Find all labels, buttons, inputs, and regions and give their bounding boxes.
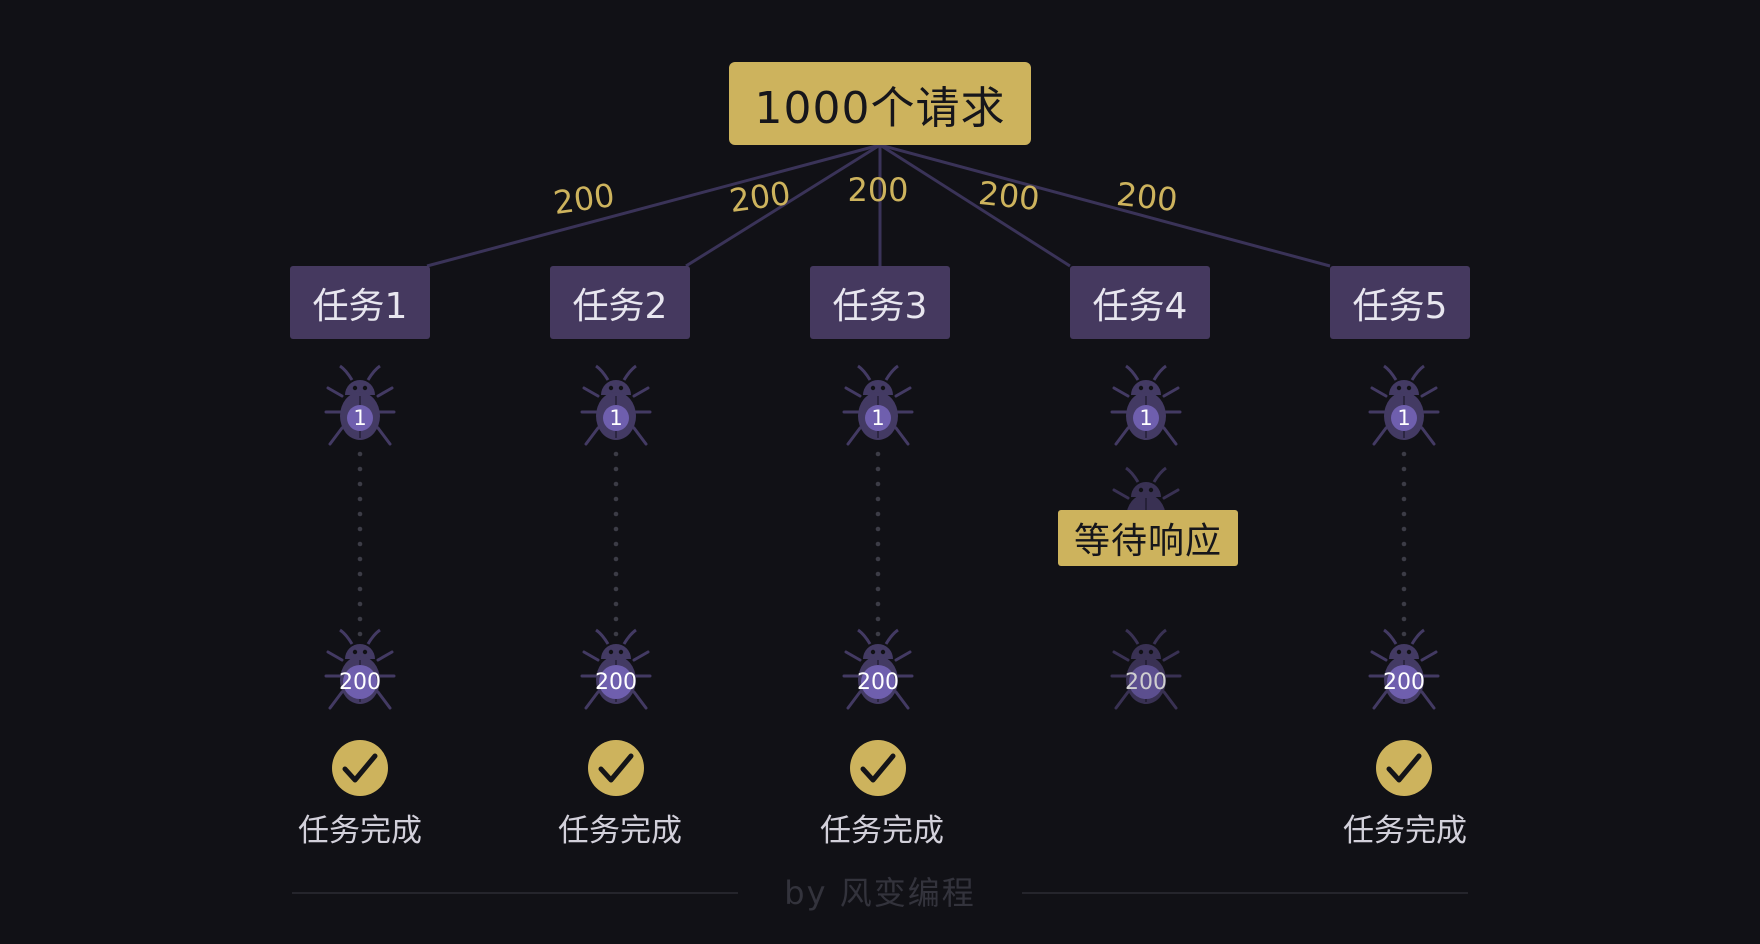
bug-badge-label: 1: [353, 406, 366, 430]
edge-label-5: 200: [1114, 174, 1180, 220]
edge-label-4: 200: [976, 173, 1042, 219]
bug-badge-label: 1: [1139, 406, 1152, 430]
task-node-1: 任务1: [290, 266, 430, 339]
root-node: 1000个请求: [729, 62, 1031, 145]
task-label: 任务3: [832, 285, 928, 327]
bug-icon-end-2: 200: [580, 628, 652, 710]
task-node-4: 任务4: [1070, 266, 1210, 339]
task-done-label-5: 任务完成: [1343, 813, 1467, 849]
footer-credit: by 风变编程: [784, 874, 976, 912]
root-label: 1000个请求: [754, 82, 1006, 134]
bug-badge: [603, 405, 629, 431]
check-circle-icon-2: [588, 740, 644, 796]
bug-badge: [343, 665, 377, 699]
task-done-label-1: 任务完成: [298, 813, 422, 849]
task-done-label-3: 任务完成: [820, 813, 944, 849]
task-node-3: 任务3: [810, 266, 950, 339]
check-circle-icon-1: [332, 740, 388, 796]
waiting-badge: 等待响应: [1058, 510, 1238, 566]
bug-badge-label: 200: [595, 670, 637, 695]
bug-icon-start-1: 1: [324, 364, 396, 446]
bug-badge-label: 200: [857, 670, 899, 695]
bug-icon-start-3: 1: [842, 364, 914, 446]
bug-badge-label: 1: [609, 406, 622, 430]
bug-badge-label: 1: [871, 406, 884, 430]
bug-icon-start-4: 1: [1110, 364, 1182, 446]
check-circle-icon-5: [1376, 740, 1432, 796]
task-label: 任务4: [1092, 285, 1188, 327]
task-node-5: 任务5: [1330, 266, 1470, 339]
task-label: 任务2: [572, 285, 668, 327]
bug-icon-end-4: 200: [1110, 628, 1182, 710]
task-label: 任务1: [312, 285, 408, 327]
task-done-label-2: 任务完成: [558, 813, 682, 849]
edge-label-3: 200: [847, 171, 909, 209]
bug-badge: [1133, 405, 1159, 431]
bug-icon-end-5: 200: [1368, 628, 1440, 710]
check-circle-icon-3: [850, 740, 906, 796]
bug-badge-label: 200: [339, 670, 381, 695]
bug-badge: [865, 405, 891, 431]
task-label: 任务5: [1352, 285, 1448, 327]
edge-line-5: [879, 143, 1331, 268]
bug-icon-end-3: 200: [842, 628, 914, 710]
bug-icon-end-1: 200: [324, 628, 396, 710]
bug-badge: [861, 665, 895, 699]
bug-icon-start-5: 1: [1368, 364, 1440, 446]
bug-icon-start-2: 1: [580, 364, 652, 446]
bug-badge-label: 200: [1125, 670, 1167, 695]
bug-badge: [347, 405, 373, 431]
bug-badge: [1387, 665, 1421, 699]
footer-divider-right: [1022, 892, 1468, 894]
task-node-2: 任务2: [550, 266, 690, 339]
edge-line-4: [879, 143, 1071, 268]
waiting-label: 等待响应: [1073, 521, 1222, 562]
bug-badge: [1129, 665, 1163, 699]
footer-divider-left: [292, 892, 738, 894]
bug-badge-label: 200: [1383, 670, 1425, 695]
edge-line-1: [426, 143, 881, 268]
bug-badge: [1391, 405, 1417, 431]
edge-line-2: [685, 143, 881, 268]
bug-badge: [599, 665, 633, 699]
bug-badge-label: 1: [1397, 406, 1410, 430]
